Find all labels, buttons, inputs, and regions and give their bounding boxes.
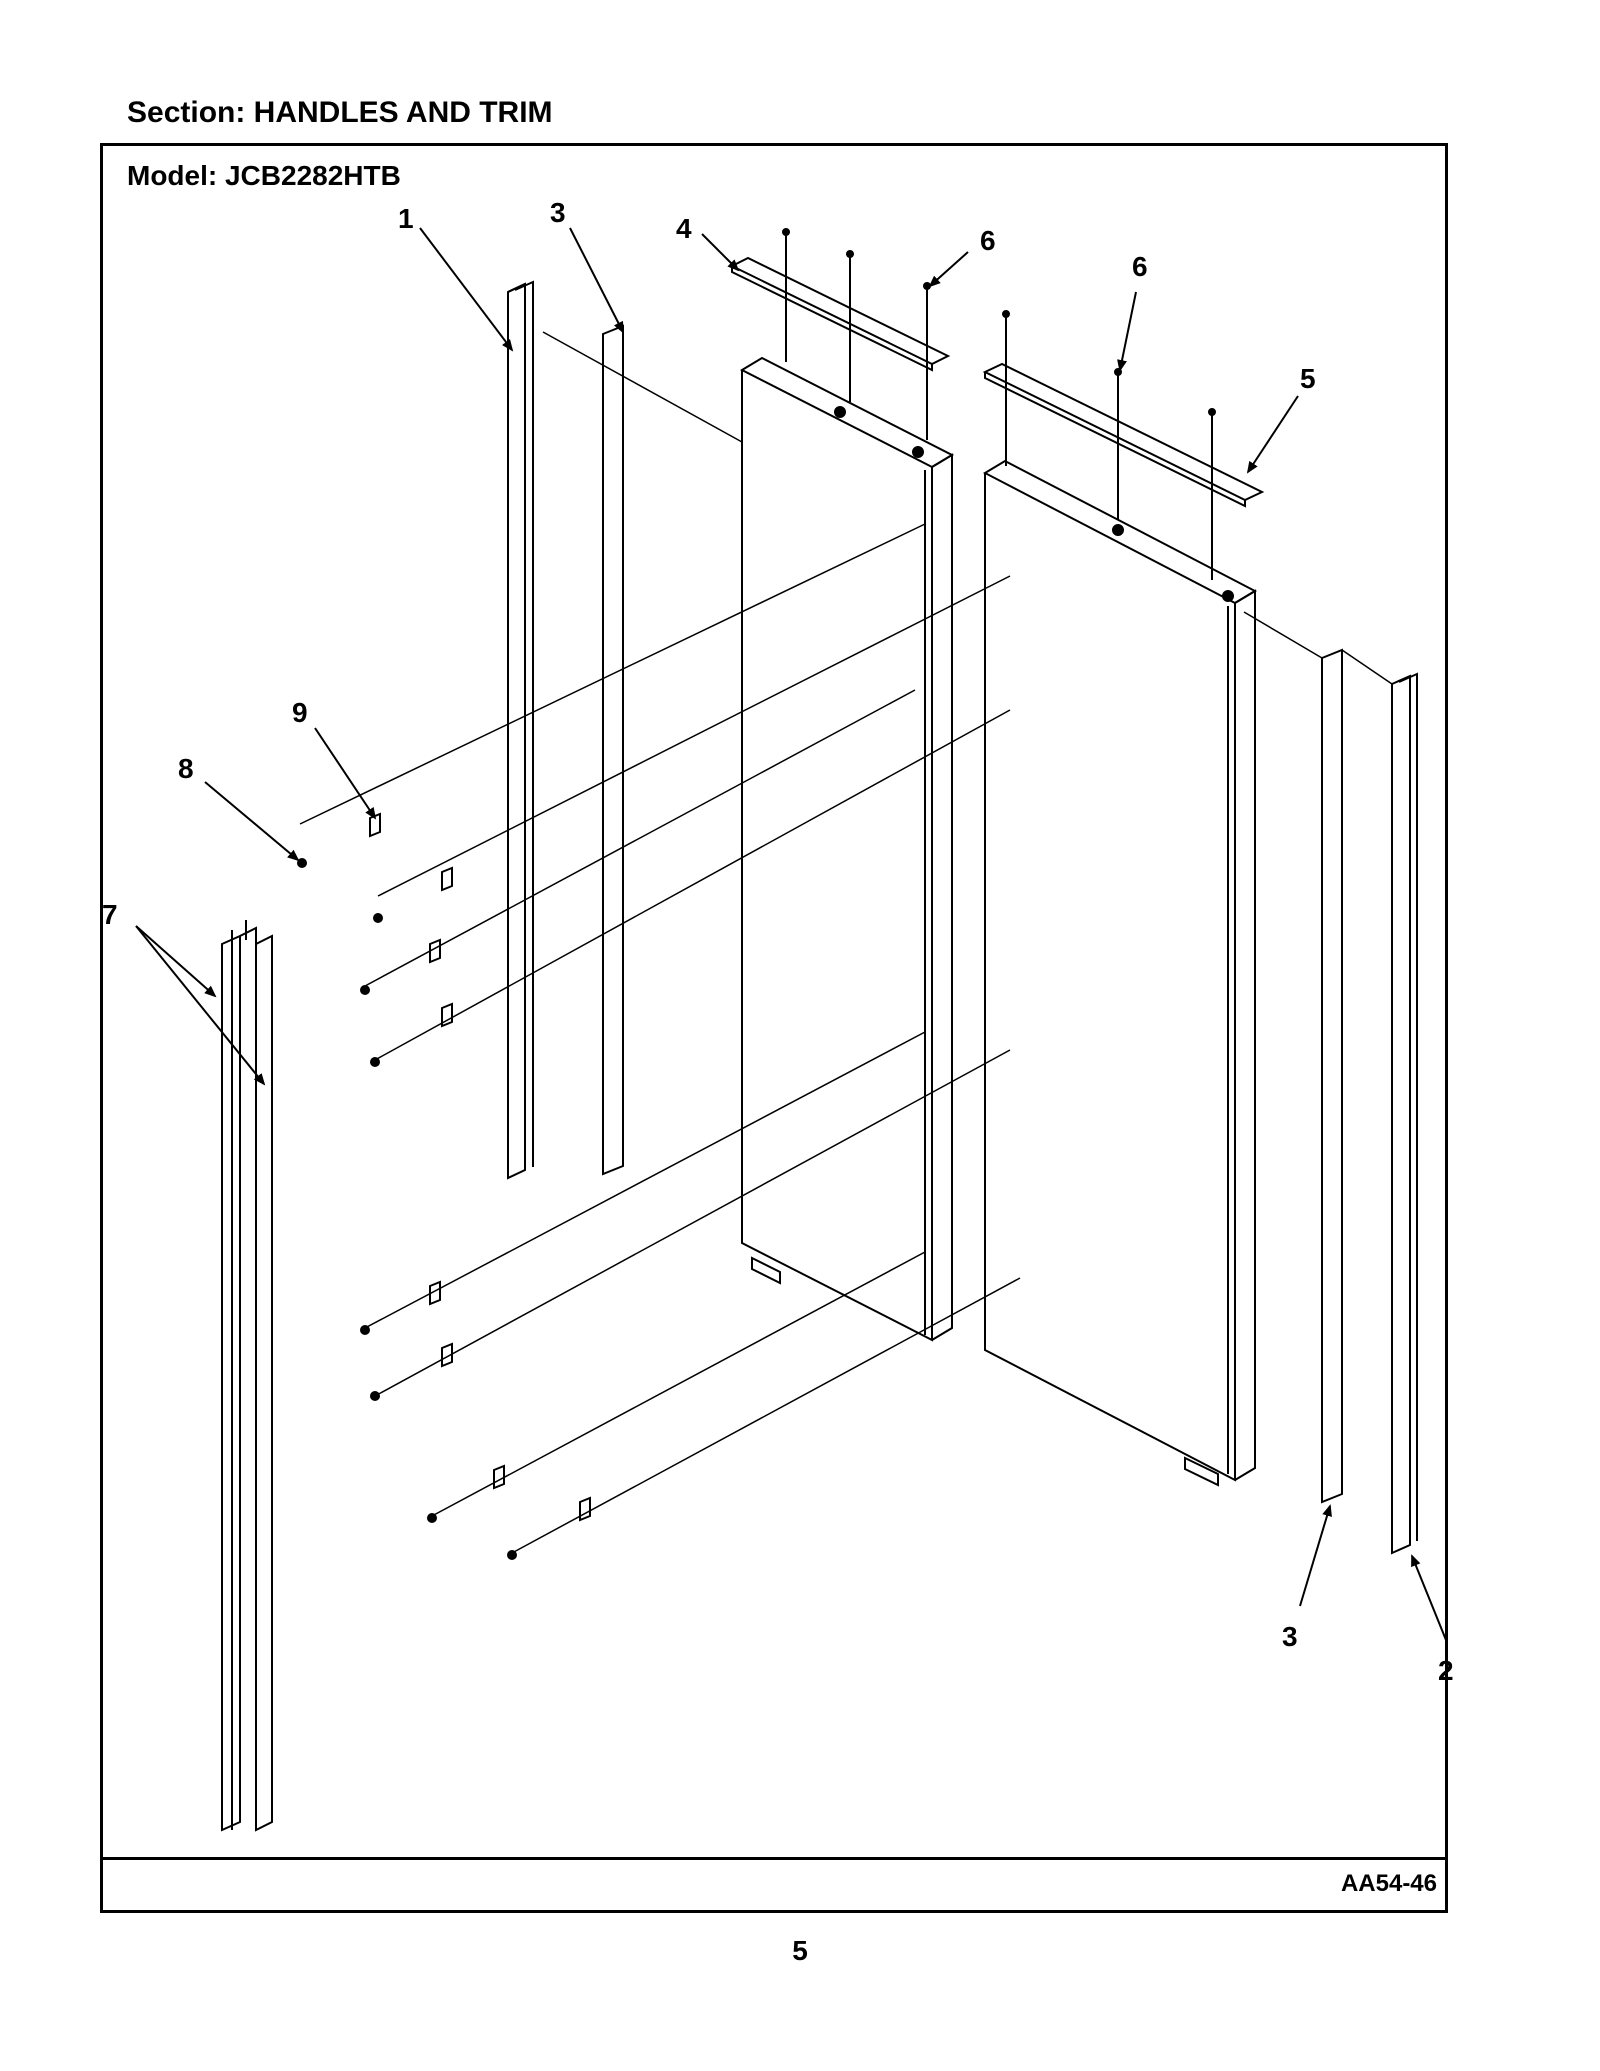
callout-9: 9 (292, 697, 308, 728)
screw-fastener (373, 913, 383, 923)
fasteners (297, 812, 591, 1560)
handle-trim-strip-left (507, 280, 534, 1180)
clip-fastener (369, 812, 381, 838)
trim-strip-left (602, 324, 624, 1176)
clip-fastener (441, 866, 453, 892)
callout-6-right: 6 (1132, 251, 1148, 282)
clip-fastener (429, 1280, 441, 1306)
refrigerator-door (982, 459, 1258, 1487)
callout-6-left: 6 (980, 225, 996, 256)
callout-1: 1 (398, 203, 414, 234)
callout-2: 2 (1438, 1655, 1454, 1686)
assembly-lines (299, 331, 1393, 1554)
diagram-frame (100, 143, 1448, 1913)
screw-fastener (427, 1513, 437, 1523)
clip-fastener (493, 1464, 505, 1490)
clip-fastener (441, 1002, 453, 1028)
screw-fastener (370, 1391, 380, 1401)
callout-3-right: 3 (1282, 1621, 1298, 1652)
clip-fastener (441, 1342, 453, 1368)
freezer-door (739, 356, 955, 1342)
screw-fastener (297, 858, 307, 868)
screw-fastener (370, 1057, 380, 1067)
clip-fastener (579, 1496, 591, 1522)
model-label: Model: JCB2282HTB (127, 160, 401, 191)
handle-assembly (221, 920, 273, 1832)
page-number: 5 (792, 1935, 808, 1966)
top-trim-right (982, 310, 1265, 580)
drawing-code: AA54-46 (1340, 1870, 1437, 1897)
leader-lines (135, 227, 1447, 1641)
screw-fastener (507, 1550, 517, 1560)
callout-5: 5 (1300, 363, 1316, 394)
screw-fastener (360, 1325, 370, 1335)
section-title: Section: HANDLES AND TRIM (127, 96, 553, 129)
screw-fastener (360, 985, 370, 995)
trim-strip-right (1321, 648, 1343, 1504)
clip-fastener (429, 938, 441, 964)
callout-4: 4 (676, 213, 692, 244)
callout-labels: 1 3 4 6 6 5 9 8 7 3 2 (102, 197, 1454, 1686)
callout-3-left: 3 (550, 197, 566, 228)
frame-divider (100, 1857, 1448, 1860)
callout-8: 8 (178, 753, 194, 784)
callout-7: 7 (102, 899, 118, 930)
handle-trim-strip-right (1391, 672, 1418, 1555)
